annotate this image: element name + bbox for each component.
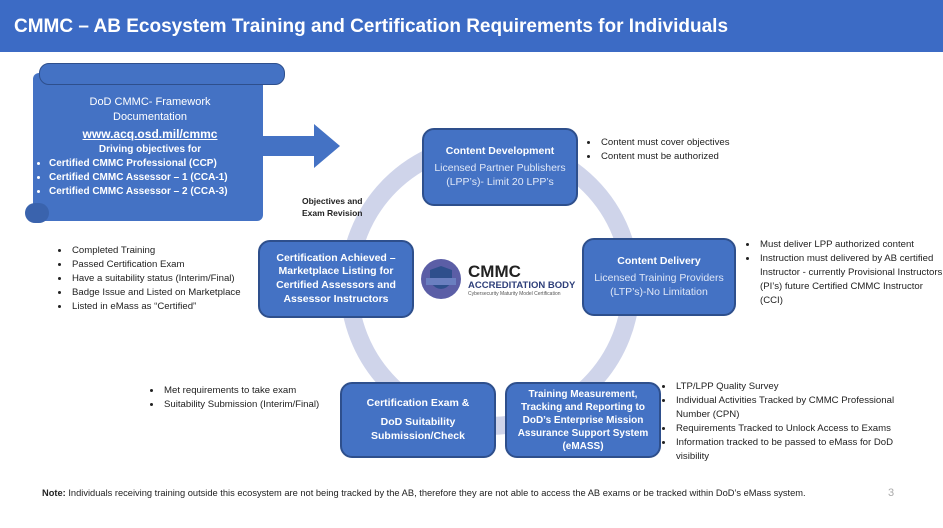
slide-title: CMMC – AB Ecosystem Training and Certifi… bbox=[0, 0, 943, 52]
training-measurement-box: Training Measurement, Tracking and Repor… bbox=[505, 382, 661, 458]
arrow-right-icon bbox=[262, 124, 340, 168]
framework-line2: Documentation bbox=[113, 111, 187, 124]
box-sub: Licensed Training Providers (LTP’s)-No L… bbox=[594, 272, 724, 298]
certification-achieved-box: Certification Achieved – Marketplace Lis… bbox=[258, 240, 414, 318]
framework-link[interactable]: www.acq.osd.mil/cmmc bbox=[82, 126, 218, 141]
content-delivery-box: Content Delivery Licensed Training Provi… bbox=[582, 238, 736, 316]
framework-scroll: DoD CMMC- Framework Documentation www.ac… bbox=[25, 63, 285, 223]
box-title: Certification Achieved – Marketplace Lis… bbox=[276, 251, 396, 305]
footnote: Note: Individuals receiving training out… bbox=[42, 488, 806, 498]
content-development-box: Content Development Licensed Partner Pub… bbox=[422, 128, 578, 206]
framework-line1: DoD CMMC- Framework bbox=[89, 96, 211, 108]
page-number: 3 bbox=[888, 487, 895, 499]
framework-item: Certified CMMC Assessor – 1 (CCA-1) bbox=[49, 171, 265, 185]
shield-badge-icon bbox=[421, 259, 461, 299]
box-sub: Licensed Partner Publishers (LPP’s)- Lim… bbox=[434, 162, 566, 188]
cmmc-ab-logo: CMMC ACCREDITATION BODY Cybersecurity Ma… bbox=[420, 258, 575, 302]
box-title: Content Delivery bbox=[617, 254, 701, 267]
framework-item: Certified CMMC Professional (CCP) bbox=[49, 157, 265, 171]
content-delivery-notes: Must deliver LPP authorized contentInstr… bbox=[744, 238, 943, 308]
certification-exam-box: Certification Exam & DoD Suitability Sub… bbox=[340, 382, 496, 458]
framework-item: Certified CMMC Assessor – 2 (CCA-3) bbox=[49, 185, 265, 199]
certification-achieved-notes: Completed TrainingPassed Certification E… bbox=[56, 244, 280, 314]
box-title: Content Development bbox=[445, 144, 555, 157]
certification-exam-notes: Met requirements to take examSuitability… bbox=[148, 384, 362, 412]
content-development-notes: Content must cover objectivesContent mus… bbox=[585, 136, 899, 164]
framework-driving: Driving objectives for bbox=[98, 143, 202, 155]
training-measurement-notes: LTP/LPP Quality SurveyIndividual Activit… bbox=[660, 380, 899, 463]
